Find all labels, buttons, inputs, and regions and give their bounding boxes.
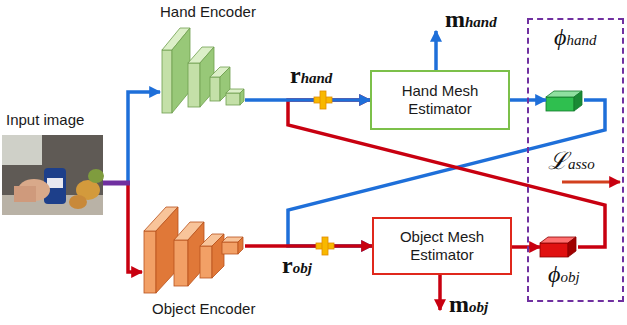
output-arrow [434,31,438,70]
label-anchor: robj [282,252,312,278]
encoder-layer [222,242,238,254]
output-arrow [438,275,442,310]
object-encoder-blocks [144,207,243,293]
label-anchor: mobj [449,291,488,317]
encoder-block: Hand Encoder [160,25,245,115]
encoder-layer [226,93,240,105]
cuboid-face [540,243,568,257]
node-label: ℒasso [548,148,595,174]
input-photo [2,135,104,215]
edge-label: robj [282,252,312,278]
encoder-layer [188,63,200,107]
plus-bar [322,237,328,255]
cuboid-face [568,237,576,257]
cuboid-face [574,91,582,111]
label-anchor: mhand [445,6,497,32]
sum-symbol [314,91,332,109]
encoder-block: Object Encoder [142,205,245,297]
encoder-layer [212,234,224,278]
output-label: mhand [445,6,497,32]
flow-arrow [245,244,372,248]
hand-encoder-blocks [162,28,244,113]
feature-block: ϕobj [540,236,578,258]
hand-feature-cuboid [546,91,582,111]
flow-arrow [103,92,160,183]
input-image: Input image [2,135,103,215]
input-stem [103,181,130,186]
object-feature-cuboid [540,237,576,257]
encoder-layer [240,89,244,105]
photo-bottle-label [47,178,63,188]
cuboid-face [546,97,574,111]
loss-region: ℒasso ϕhand ϕobj [527,18,624,302]
sum-symbol [316,237,334,255]
box-label: Object Mesh Estimator [390,228,494,264]
encoder-layer [162,50,172,113]
process-box: Hand Mesh Estimator [370,70,510,130]
process-box: Object Mesh Estimator [372,217,512,275]
encoder-layer [200,246,212,278]
label-anchor: rhand [290,62,332,88]
photo-arm [14,186,36,202]
flow-arrow [512,245,540,249]
node-label: Object Encoder [152,300,255,317]
flow-arrow [245,98,370,102]
photo-fruit [88,169,104,183]
encoder-layer [174,240,188,286]
node-label: ϕhand [554,24,596,50]
node-label: Hand Encoder [160,3,256,20]
encoder-layer [238,237,243,254]
encoder-layer [172,28,190,113]
photo-background [2,135,103,215]
flow-arrow [103,183,142,272]
feature-block: ϕhand [546,90,584,112]
edge-label: rhand [290,62,332,88]
box-label: Hand Mesh Estimator [388,82,492,118]
plus-bar [320,91,326,109]
photo-window [2,135,42,165]
photo-fruit [69,195,87,209]
loss-arrow [562,181,620,184]
output-label: mobj [449,291,488,317]
node-label: Input image [6,111,84,128]
node-label: ϕobj [548,261,580,287]
encoder-layer [144,231,156,293]
encoder-layer [210,77,220,101]
